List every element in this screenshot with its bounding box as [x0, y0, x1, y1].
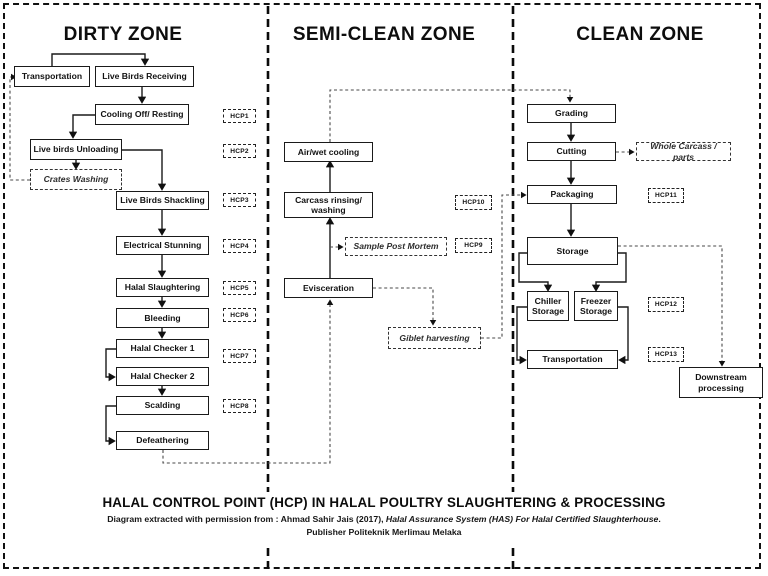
node-cutting: Cutting	[527, 142, 616, 161]
hcp11-badge: HCP11	[648, 188, 684, 203]
node-crates-washing: Crates Washing	[30, 169, 122, 190]
edge-storage-to-chiller	[518, 252, 553, 292]
edge-transportation-to-receiving	[51, 53, 150, 66]
node-halal-checker-2: Halal Checker 2	[116, 367, 209, 386]
edge-crates-to-transportation	[9, 73, 30, 181]
node-halal-checker-1: Halal Checker 1	[116, 339, 209, 358]
node-defeathering: Defeathering	[116, 431, 209, 450]
hcp4-badge: HCP4	[223, 239, 256, 253]
edge-evisceration-to-giblet	[373, 287, 437, 326]
diagram-credit: Diagram extracted with permission from :…	[0, 514, 768, 524]
node-chiller-storage: Chiller Storage	[527, 291, 569, 321]
edge-giblet-to-packaging	[481, 191, 527, 339]
edge-storage-to-freezer	[591, 252, 627, 292]
node-bleeding: Bleeding	[116, 308, 209, 328]
edge-chiller-to-transport	[516, 306, 527, 365]
edge-defeathering-to-evisceration	[162, 299, 334, 464]
node-cooling-off-resting: Cooling Off/ Resting	[95, 104, 189, 125]
credit-prefix: Diagram extracted with permission from :…	[107, 514, 386, 524]
hcp2-badge: HCP2	[223, 144, 256, 158]
credit-suffix: .	[658, 514, 661, 524]
node-downstream-processing: Downstream processing	[679, 367, 763, 398]
hcp6-badge: HCP6	[223, 308, 256, 322]
hcp12-badge: HCP12	[648, 297, 684, 312]
hcp7-badge: HCP7	[223, 349, 256, 363]
node-transportation-inbound: Transportation	[14, 66, 90, 87]
hcp10-badge: HCP10	[455, 195, 492, 210]
node-grading: Grading	[527, 104, 616, 123]
zone-title-semi-clean: SEMI-CLEAN ZONE	[292, 24, 476, 45]
zone-title-dirty: DIRTY ZONE	[63, 24, 183, 45]
solid-flow-lines	[51, 53, 629, 446]
zone-title-clean: CLEAN ZONE	[576, 24, 704, 45]
credit-book-title: Halal Assurance System (HAS) For Halal C…	[385, 514, 659, 524]
node-live-birds-unloading: Live birds Unloading	[30, 139, 122, 160]
node-storage: Storage	[527, 237, 618, 265]
node-giblet-harvesting: Giblet harvesting	[388, 327, 481, 349]
edge-cooling-to-unloading	[68, 114, 95, 139]
node-whole-carcass-parts: Whole Carcass / parts	[636, 141, 731, 162]
node-carcass-rinsing-washing: Carcass rinsing/ washing	[284, 192, 373, 218]
edge-freezer-to-transport	[618, 306, 629, 365]
diagram-title: HALAL CONTROL POINT (HCP) IN HALAL POULT…	[102, 495, 666, 510]
node-transportation-outbound: Transportation	[527, 350, 618, 369]
zone-dividers	[266, 6, 515, 570]
hcp1-badge: HCP1	[223, 109, 256, 123]
node-electrical-stunning: Electrical Stunning	[116, 236, 209, 255]
hcp3-badge: HCP3	[223, 193, 256, 207]
hcp5-badge: HCP5	[223, 281, 256, 295]
edge-checker1-to-checker2	[105, 348, 116, 382]
dashed-flow-lines	[9, 73, 726, 464]
node-sample-post-mortem: Sample Post Mortem	[345, 237, 447, 256]
node-packaging: Packaging	[527, 185, 617, 204]
node-freezer-storage: Freezer Storage	[574, 291, 618, 321]
hcp8-badge: HCP8	[223, 399, 256, 413]
edge-storage-to-downstream	[618, 245, 726, 367]
edge-scalding-to-defeathering	[105, 405, 116, 446]
node-halal-slaughtering: Halal Slaughtering	[116, 278, 209, 297]
hcp13-badge: HCP13	[648, 347, 684, 362]
hcp9-badge: HCP9	[455, 238, 492, 253]
node-scalding: Scalding	[116, 396, 209, 415]
node-live-birds-shackling: Live Birds Shackling	[116, 191, 209, 210]
node-air-wet-cooling: Air/wet cooling	[284, 142, 373, 162]
diagram-publisher: Publisher Politeknik Merlimau Melaka	[306, 527, 462, 537]
edge-unloading-to-shackling	[122, 149, 167, 191]
node-evisceration: Evisceration	[284, 278, 373, 298]
node-live-birds-receiving: Live Birds Receiving	[95, 66, 194, 87]
